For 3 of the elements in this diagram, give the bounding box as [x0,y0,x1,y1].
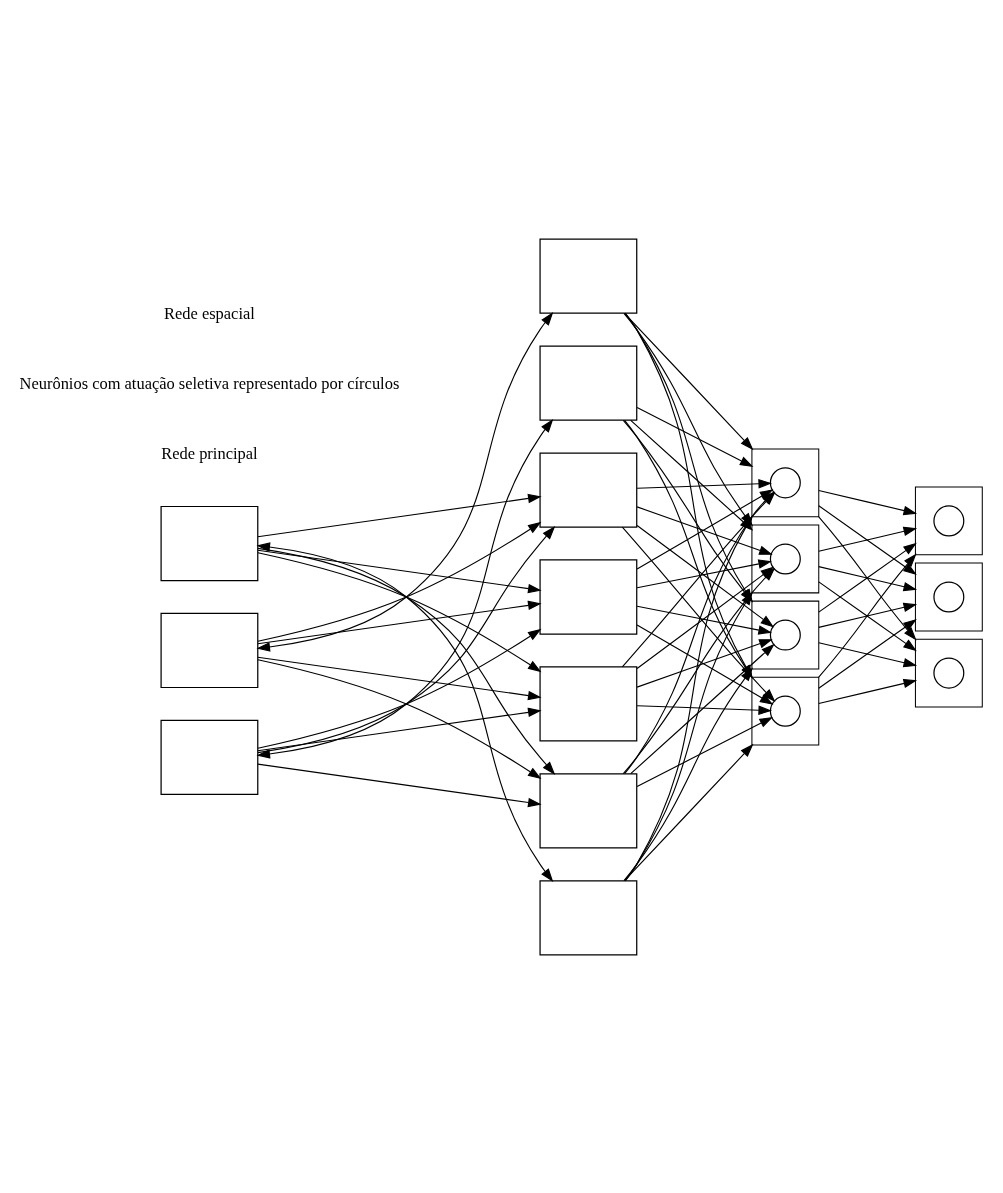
label: Rede espacial [164,303,255,323]
label: Rede principal [161,443,258,463]
label: Neurônios com atuação seletiva representado por círculos [19,373,400,393]
